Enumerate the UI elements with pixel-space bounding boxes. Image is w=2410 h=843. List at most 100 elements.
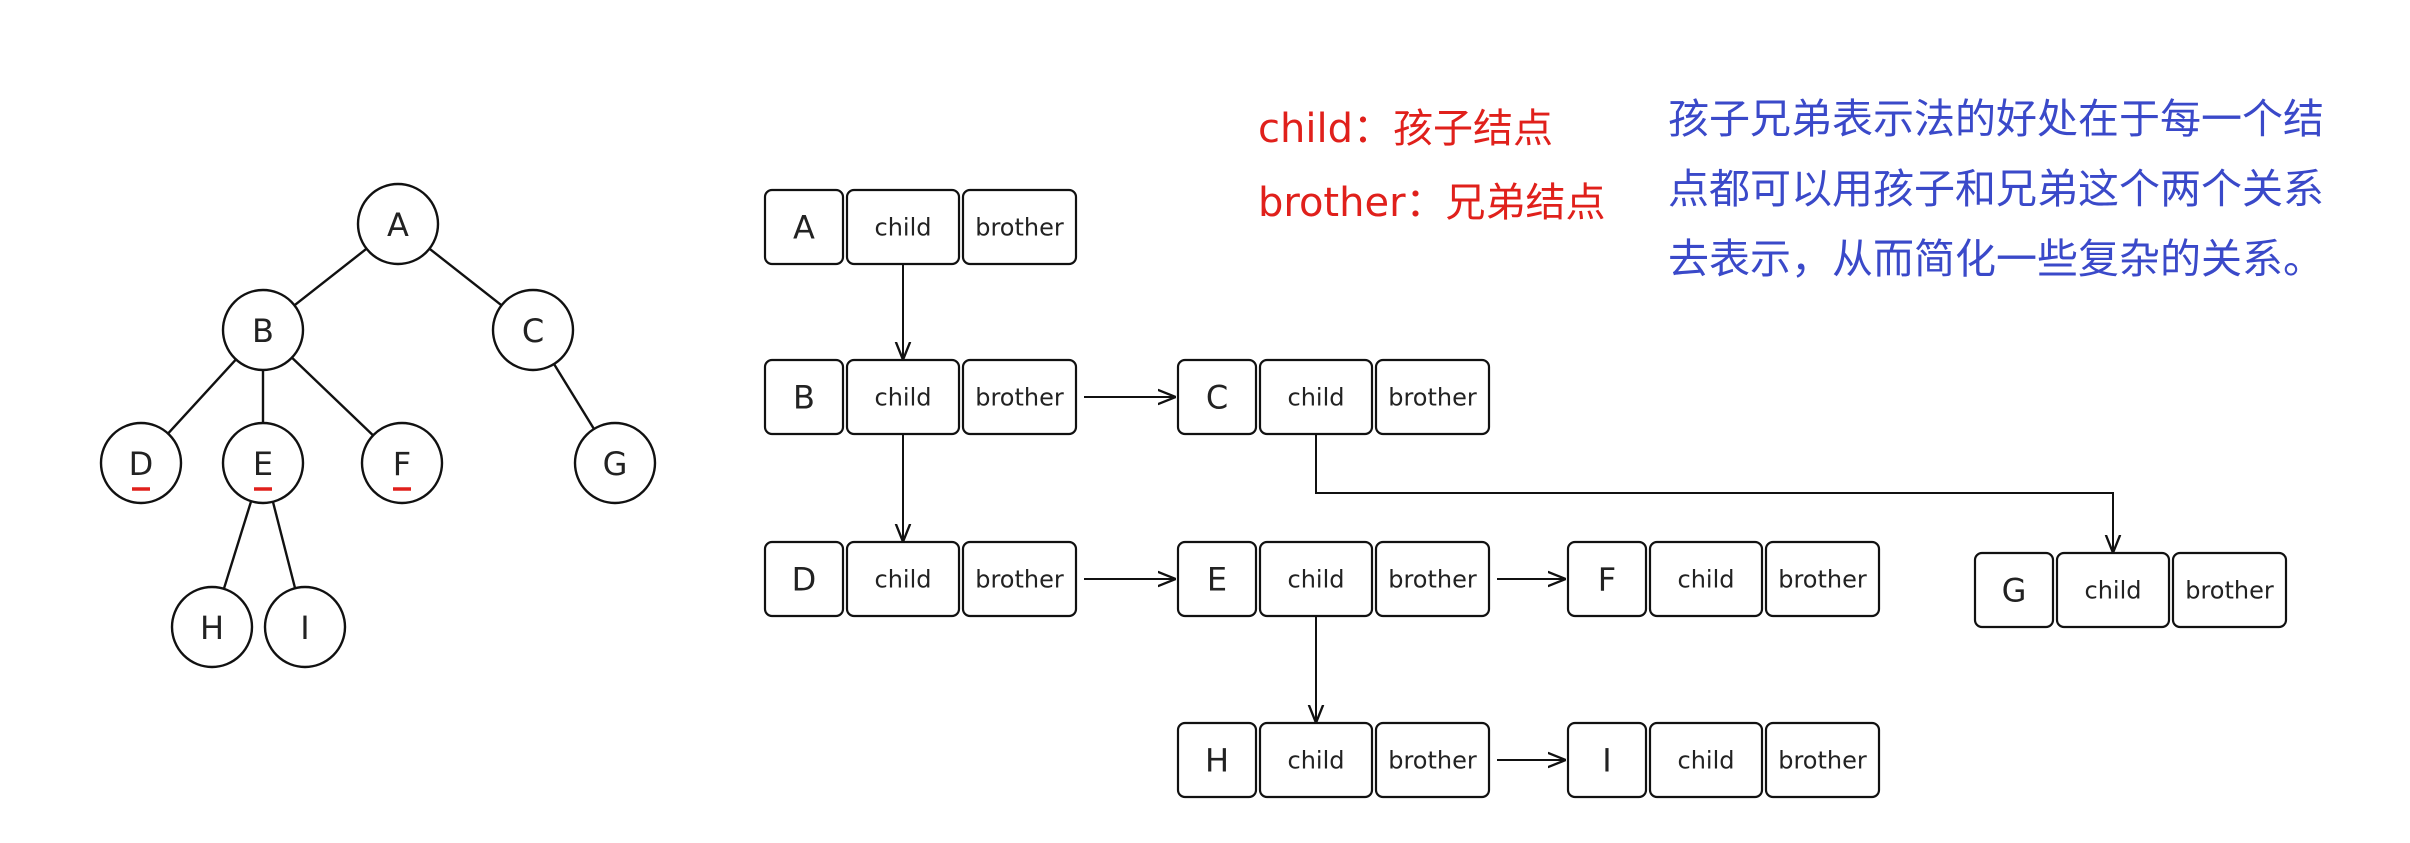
- record-id-cell: [1176, 358, 1258, 436]
- record-brother-cell-label: brother: [975, 214, 1064, 242]
- record-brother-cell-label: brother: [1388, 566, 1477, 594]
- record-child-cell: [1258, 358, 1374, 436]
- record-id-cell: [763, 188, 845, 266]
- record-id-cell-label: A: [793, 209, 815, 247]
- tree-node-label: G: [603, 445, 628, 483]
- child-pointer-cg: [1315, 434, 2113, 551]
- tree-node-label: E: [253, 445, 273, 483]
- record-id-cell: [1176, 540, 1258, 618]
- record-brother-cell-label: brother: [1778, 566, 1867, 594]
- record-id-cell-label: I: [1602, 742, 1611, 780]
- tree-node-label: A: [387, 206, 409, 244]
- tree-node-c: C: [491, 288, 575, 372]
- record-brother-cell-label: brother: [1778, 747, 1867, 775]
- record-id-cell: [1176, 721, 1258, 799]
- record-child-cell: [1648, 540, 1764, 618]
- record-brother-cell-label: brother: [2185, 577, 2274, 605]
- tree-edge-ei: [271, 501, 297, 589]
- record-child-cell-label: child: [875, 214, 932, 242]
- record-child-cell-label: child: [1288, 384, 1345, 412]
- record-brother-cell-label: brother: [975, 566, 1064, 594]
- tree-node-g: G: [573, 421, 657, 505]
- record-child-cell: [1648, 721, 1764, 799]
- record-brother-cell: [1374, 540, 1491, 618]
- record-child-cell: [845, 540, 961, 618]
- record-id-cell-label: C: [1206, 379, 1228, 417]
- tree-node-f: F: [360, 421, 444, 505]
- record-child-cell-label: child: [875, 384, 932, 412]
- tree-node-label: I: [300, 609, 309, 647]
- record-brother-cell: [961, 188, 1078, 266]
- record-brother-cell: [2171, 551, 2288, 629]
- tree-edge-eh: [222, 500, 253, 590]
- tree-node-label: H: [200, 609, 224, 647]
- record-id-cell-label: B: [793, 379, 815, 417]
- record-brother-cell: [1374, 721, 1491, 799]
- record-id-cell-label: E: [1207, 561, 1227, 599]
- tree-node-e: E: [221, 421, 305, 505]
- tree-node-h: H: [170, 585, 254, 669]
- note-line-3: 去表示，从而简化一些复杂的关系。: [1668, 235, 2324, 283]
- record-id-cell-label: H: [1205, 742, 1229, 780]
- tree-node-label: B: [252, 312, 274, 350]
- record-id-cell-label: D: [792, 561, 817, 599]
- record-child-cell: [2055, 551, 2171, 629]
- record-child-cell: [1258, 721, 1374, 799]
- note-line-2: 点都可以用孩子和兄弟这个两个关系: [1668, 165, 2324, 213]
- pointer-links: [903, 264, 2113, 760]
- record-child-cell-label: child: [1678, 566, 1735, 594]
- legend-child: child：孩子结点: [1258, 106, 1553, 152]
- record-id-cell: [1566, 540, 1648, 618]
- tree-edge-ac: [428, 247, 503, 307]
- record-child-cell-label: child: [1288, 747, 1345, 775]
- record-child-cell-label: child: [875, 566, 932, 594]
- tree-edge-bd: [167, 358, 237, 435]
- legend: child：孩子结点 brother：兄弟结点: [1258, 92, 1606, 240]
- record-brother-cell-label: brother: [1388, 747, 1477, 775]
- record-child-cell: [1258, 540, 1374, 618]
- tree-node-a: A: [356, 182, 440, 266]
- record-brother-cell: [1374, 358, 1491, 436]
- tree-node-i: I: [263, 585, 347, 669]
- tree-node-b: B: [221, 288, 305, 372]
- record-brother-cell-label: brother: [975, 384, 1064, 412]
- tree-node-label: F: [393, 445, 411, 483]
- explanation-note: 孩子兄弟表示法的好处在于每一个结 点都可以用孩子和兄弟这个两个关系 去表示，从而…: [1668, 84, 2388, 294]
- record-brother-cell: [961, 358, 1078, 436]
- tree-node-d: D: [99, 421, 183, 505]
- record-id-cell: [763, 540, 845, 618]
- record-id-cell: [1973, 551, 2055, 629]
- note-line-1: 孩子兄弟表示法的好处在于每一个结: [1668, 95, 2324, 143]
- record-child-cell-label: child: [1678, 747, 1735, 775]
- record-child-cell: [845, 358, 961, 436]
- record-id-cell: [1566, 721, 1648, 799]
- tree-edge-cg: [552, 363, 596, 430]
- tree-edge-bf: [291, 356, 374, 437]
- tree-node-label: D: [129, 445, 154, 483]
- tree-nodes: A B C D E F G H I: [99, 182, 657, 669]
- record-id-cell-label: F: [1598, 561, 1616, 599]
- record-child-cell: [845, 188, 961, 266]
- record-brother-cell: [1764, 721, 1881, 799]
- record-id-cell: [763, 358, 845, 436]
- legend-brother: brother：兄弟结点: [1258, 180, 1606, 226]
- record-child-cell-label: child: [1288, 566, 1345, 594]
- record-brother-cell: [1764, 540, 1881, 618]
- tree-edge-ab: [293, 247, 368, 307]
- record-brother-cell: [961, 540, 1078, 618]
- record-brother-cell-label: brother: [1388, 384, 1477, 412]
- tree-edges: [167, 247, 596, 590]
- record-child-cell-label: child: [2085, 577, 2142, 605]
- tree-node-label: C: [522, 312, 544, 350]
